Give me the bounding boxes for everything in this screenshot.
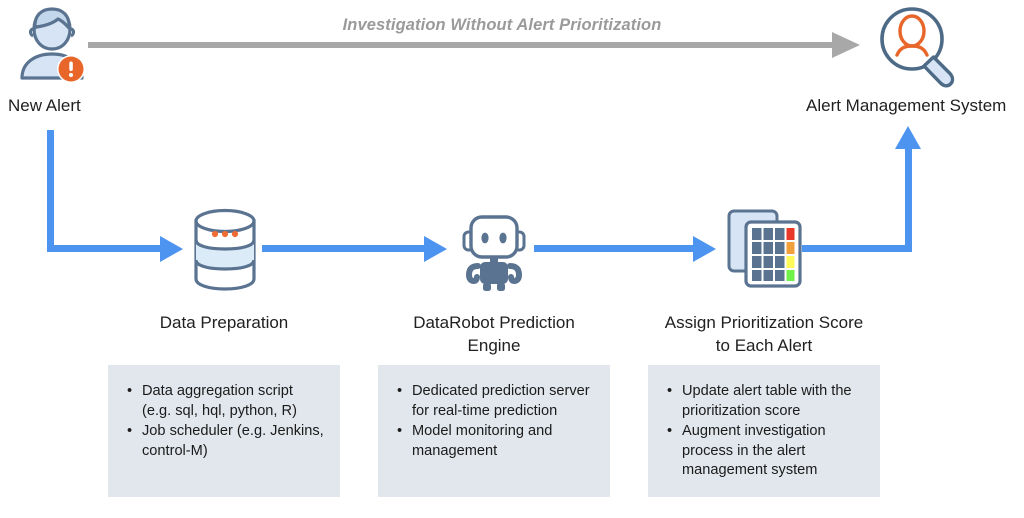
priority-table-icon [724,206,806,295]
stage-title-assign-score: Assign Prioritization Score to Each Aler… [664,313,864,355]
bullet-glyph: • [667,423,673,439]
investigation-arrow-head [832,32,860,58]
list-item: • Data aggregation script (e.g. sql, hql… [127,382,326,421]
flow-arrowhead-to-database [160,236,183,262]
flow-segment-table-right [802,245,912,252]
list-item-text: Model monitoring and management [412,423,553,459]
bullet-glyph: • [127,423,133,439]
flow-segment-db-to-robot [262,245,425,252]
list-item-text: Augment investigation process in the ale… [682,423,826,478]
list-item: • Model monitoring and management [397,422,596,461]
robot-icon [458,208,530,297]
list-item-text: Data aggregation script (e.g. sql, hql, … [142,383,297,419]
investigation-arrow-line [88,42,838,48]
flow-arrowhead-to-destination [895,126,921,149]
detail-box-data-preparation: • Data aggregation script (e.g. sql, hql… [108,365,340,497]
stage-title-prediction-engine: DataRobot Prediction Engine [413,313,575,355]
flow-segment-dest-up [905,148,912,252]
detail-box-prediction-engine: • Dedicated prediction server for real-t… [378,365,610,497]
bullet-glyph: • [667,383,673,399]
list-item-text: Dedicated prediction server for real-tim… [412,383,590,419]
person-alert-icon [14,4,90,89]
list-item: • Augment investigation process in the a… [667,422,866,481]
bullet-glyph: • [397,423,403,439]
source-node-label: New Alert [8,96,81,115]
list-item: • Job scheduler (e.g. Jenkins, control-M… [127,422,326,461]
destination-node-label: Alert Management System [806,96,1007,115]
bullet-glyph: • [397,383,403,399]
investigation-banner-label: Investigation Without Alert Prioritizati… [342,16,662,34]
detail-box-assign-score: • Update alert table with the prioritiza… [648,365,880,497]
bullet-list: • Dedicated prediction server for real-t… [392,382,596,461]
flow-segment-source-right [47,245,162,252]
bullet-list: • Update alert table with the prioritiza… [662,382,866,481]
list-item-text: Job scheduler (e.g. Jenkins, control-M) [142,423,324,459]
list-item: • Dedicated prediction server for real-t… [397,382,596,421]
bullet-glyph: • [127,383,133,399]
flow-segment-robot-to-table [534,245,694,252]
magnifier-person-icon [872,2,962,95]
list-item-text: Update alert table with the prioritizati… [682,383,852,419]
flow-segment-source-down [47,130,54,252]
bullet-list: • Data aggregation script (e.g. sql, hql… [122,382,326,461]
stage-title-data-preparation: Data Preparation [159,313,289,332]
flow-arrowhead-to-table [693,236,716,262]
database-icon [190,208,260,297]
list-item: • Update alert table with the prioritiza… [667,382,866,421]
flow-arrowhead-to-robot [424,236,447,262]
